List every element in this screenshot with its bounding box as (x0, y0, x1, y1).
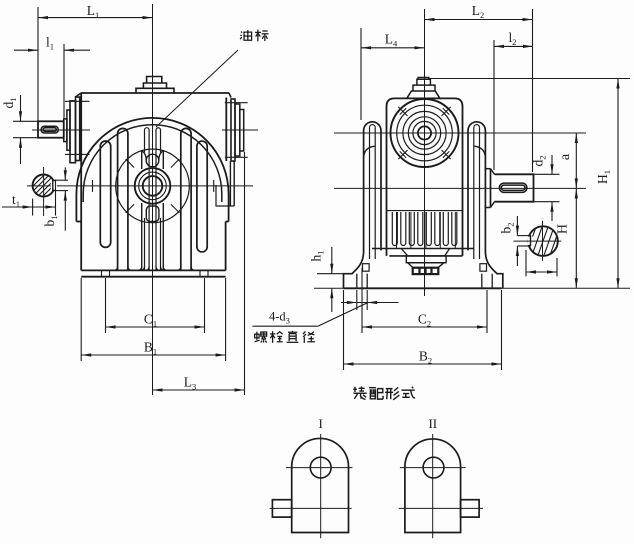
svg-text:l2: l2 (508, 30, 516, 47)
svg-text:d2: d2 (531, 156, 548, 167)
svg-text:d1: d1 (1, 98, 18, 109)
svg-text:a: a (558, 153, 573, 160)
svg-text:H: H (556, 224, 571, 234)
svg-text:t1: t1 (12, 192, 20, 209)
svg-text:l1: l1 (46, 34, 54, 51)
svg-text:b2: b2 (499, 223, 516, 234)
svg-text:4-d3: 4-d3 (269, 310, 290, 326)
svg-text:h1: h1 (309, 251, 326, 262)
svg-text:II: II (428, 416, 437, 431)
svg-text:b1: b1 (42, 216, 59, 227)
svg-text:I: I (319, 416, 323, 431)
